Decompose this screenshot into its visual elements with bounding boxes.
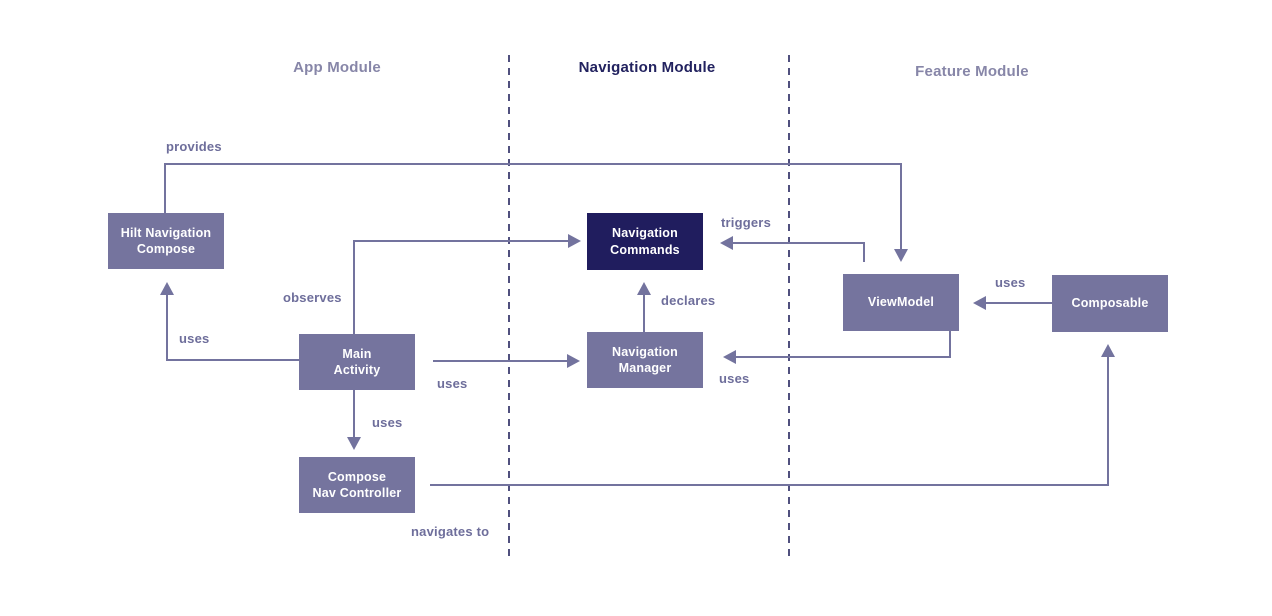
node-label-line: Activity bbox=[333, 363, 381, 377]
edge-provides-segment bbox=[164, 163, 902, 165]
edge-label-uses-hilt: uses bbox=[179, 331, 210, 346]
edge-label-uses-nav-manager: uses bbox=[437, 376, 468, 391]
edge-uses-compose-nav-segment bbox=[353, 390, 355, 438]
edge-label-triggers: triggers bbox=[721, 215, 772, 230]
edge-uses-viewmodel-segment bbox=[949, 331, 951, 358]
edge-observes-arrowhead bbox=[568, 234, 581, 248]
edge-label-navigates-to: navigates to bbox=[411, 524, 490, 539]
node-viewmodel: ViewModel bbox=[843, 274, 959, 331]
node-label-line: Compose bbox=[136, 242, 196, 256]
edge-navigates-to-arrowhead bbox=[1101, 344, 1115, 357]
edge-uses-nav-manager-arrowhead bbox=[567, 354, 580, 368]
node-label-line: Main bbox=[342, 346, 372, 361]
edge-uses-nav-manager-segment bbox=[433, 360, 567, 362]
edge-uses-hilt-segment bbox=[166, 359, 299, 361]
node-hilt-navigation-compose: Hilt Navigation Compose bbox=[108, 213, 224, 269]
edge-navigates-to-segment bbox=[1107, 356, 1109, 486]
edge-declares-segment bbox=[643, 294, 645, 332]
edge-provides-segment bbox=[900, 163, 902, 249]
edge-label-uses-viewmodel: uses bbox=[719, 371, 750, 386]
node-label-line: Navigation bbox=[612, 344, 678, 359]
node-navigation-commands: Navigation Commands bbox=[587, 213, 703, 270]
edge-triggers-segment bbox=[863, 242, 865, 262]
edge-triggers-segment bbox=[733, 242, 865, 244]
header-app-module: App Module bbox=[293, 59, 381, 76]
node-main-activity: Main Activity bbox=[299, 334, 415, 390]
edge-observes-segment bbox=[353, 240, 355, 334]
node-label-line: Compose bbox=[327, 469, 387, 484]
edge-uses-viewmodel-segment bbox=[736, 356, 951, 358]
node-label-line: Composable bbox=[1071, 296, 1149, 311]
node-label-line: ViewModel bbox=[867, 295, 935, 310]
edge-uses-composable-arrowhead bbox=[973, 296, 986, 310]
node-label-line: Commands bbox=[610, 242, 680, 257]
edge-observes-segment bbox=[353, 240, 568, 242]
edge-provides-arrowhead bbox=[894, 249, 908, 262]
edge-uses-composable-segment bbox=[986, 302, 1052, 304]
module-divider-left bbox=[508, 55, 510, 560]
node-navigation-manager: Navigation Manager bbox=[587, 332, 703, 388]
edge-uses-compose-nav-arrowhead bbox=[347, 437, 361, 450]
node-label-line: Hilt Navigation bbox=[120, 225, 212, 240]
module-divider-right bbox=[788, 55, 790, 560]
edge-uses-hilt-arrowhead bbox=[160, 282, 174, 295]
node-label-line: Nav Controller bbox=[312, 486, 402, 500]
edge-declares-arrowhead bbox=[637, 282, 651, 295]
header-navigation-module: Navigation Module bbox=[578, 59, 716, 76]
header-feature-module: Feature Module bbox=[915, 63, 1029, 80]
node-label-line: Navigation bbox=[612, 226, 678, 240]
edge-uses-viewmodel-arrowhead bbox=[723, 350, 736, 364]
node-composable: Composable bbox=[1052, 275, 1168, 332]
edge-label-observes: observes bbox=[283, 290, 342, 305]
edge-triggers-arrowhead bbox=[720, 236, 733, 250]
node-label-line: Manager bbox=[618, 361, 672, 375]
edge-label-uses-compose-nav: uses bbox=[372, 415, 403, 430]
edge-label-provides: provides bbox=[166, 139, 222, 154]
node-compose-nav-controller: Compose Nav Controller bbox=[299, 457, 415, 513]
edge-navigates-to-segment bbox=[430, 484, 1109, 486]
edge-uses-hilt-segment bbox=[166, 294, 168, 361]
edge-label-uses-composable: uses bbox=[995, 275, 1026, 290]
edge-label-declares: declares bbox=[661, 293, 716, 308]
edge-provides-segment bbox=[164, 163, 166, 213]
